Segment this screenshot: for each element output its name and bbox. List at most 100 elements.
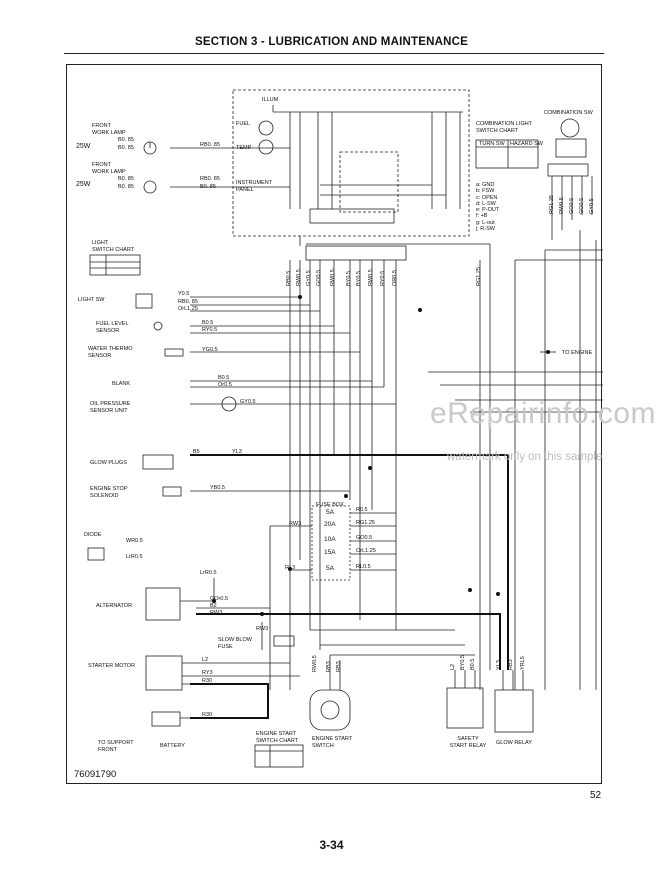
glow-relay-body [494, 689, 534, 733]
bus-wire-label-8: RY0.5 [380, 270, 386, 286]
hazard-sw-label: HAZARD SW [510, 141, 543, 147]
wire-oil: GY0.5 [240, 399, 256, 405]
combo-wire-label-3: GO0.5 [579, 197, 585, 214]
glow-plugs-label: GLOW PLUGS [90, 460, 127, 466]
watermark-note: watermark only on this sample [447, 451, 603, 463]
wire-diode-b: LrR0.5 [126, 554, 143, 560]
wire-lightsw-c: OrL1.25 [178, 306, 198, 312]
wire-alt-c: B2 [210, 603, 217, 609]
wire-lamp2-d: B0. 85 [200, 184, 216, 190]
combo-wire-label-1: RW0.5 [559, 197, 565, 214]
wire-fuse-rl: RL0.5 [356, 564, 371, 570]
combination-sw-label: COMBINATION SW [544, 110, 593, 116]
instrument-connector [309, 208, 395, 224]
fuse-box-label: FUSE BOX [316, 502, 344, 508]
starter-motor-body [145, 655, 183, 691]
front-lamp-1 [143, 141, 157, 155]
lamp-2-watt: 25W [76, 181, 91, 188]
bus-wire-label-6: BY0.5 [356, 271, 362, 286]
starter-motor-label: STARTER MOTOR [88, 663, 136, 669]
bus-wire-label-2: GY0.5 [306, 270, 312, 286]
battery-heavy-wire [190, 683, 269, 719]
temp-gauge-label: TEMP [236, 145, 252, 151]
wire-fuse-go: GO0.5 [356, 535, 373, 541]
header-rule [64, 53, 604, 54]
relay-wire-label-2: B0.5 [470, 658, 476, 670]
combination-switch-knob [560, 118, 580, 138]
combo-wire-label-2: GO0.5 [569, 197, 575, 214]
diagram-frame [66, 64, 602, 784]
wire-fuse-rg: RG1.25 [356, 520, 375, 526]
wire-stop: YB0.5 [210, 485, 225, 491]
wire-lamp1-a: B0. 85 [118, 137, 134, 143]
watermark-brand: eRepairinfo.com [430, 397, 656, 430]
relay-wire-label-4: RB3 [508, 659, 514, 670]
wire-slow: RW3 [256, 626, 269, 632]
lamp-1-watt: 25W [76, 143, 91, 150]
wire-fuse-orl: OrL1.25 [356, 548, 376, 554]
wire-alt-d: RW3 [210, 610, 223, 616]
bus-wire-label-0: RB0.5 [286, 270, 292, 286]
wire-rw3-fusebox: RW3 [289, 521, 302, 527]
wire-fuel-b: RY0.5 [202, 327, 218, 333]
wire-alt-a: LrR0.5 [200, 570, 217, 576]
oil-sensor-body [221, 396, 237, 412]
wire-blank-b: Or0.5 [218, 382, 232, 388]
wire-fuel-a: B0.5 [202, 320, 214, 326]
wire-alt-b: GOr0.5 [210, 596, 229, 602]
illum-label: ILLUM [262, 97, 279, 103]
bus-wire-label-3: GO0.5 [316, 269, 322, 286]
main-connector [305, 245, 407, 261]
wire-fuse-r: R0.5 [356, 507, 368, 513]
glow-relay-label: GLOW RELAY [496, 740, 532, 746]
diode-label: DIODE [84, 532, 102, 538]
relay-wire-label-5: YRL5 [520, 656, 526, 670]
fuel-sensor-body [153, 321, 163, 331]
section-title: SECTION 3 - LUBRICATION AND MAINTENANCE [195, 36, 468, 48]
es-wire-label-0: RW0.5 [312, 655, 318, 672]
wire-lamp2-c: RB0. 85 [200, 176, 220, 182]
front-lamp-2 [143, 180, 157, 194]
wire-start-b: RY3 [202, 670, 213, 676]
instrument-inner-box [339, 151, 399, 213]
light-switch-body [135, 293, 153, 309]
blank-label: BLANK [112, 381, 131, 387]
wire-start-a: L2 [202, 657, 209, 663]
wire-lamp1-c: RB0. 85 [200, 142, 220, 148]
stop-solenoid-body [162, 486, 182, 497]
fuse-3-rating: 10A [324, 536, 336, 543]
temp-gauge [258, 139, 274, 155]
alternator-heavy-wire [196, 613, 501, 670]
wire-lamp2-b: B0. 85 [118, 184, 134, 190]
bus-wire-label-9: OR0.5 [392, 270, 398, 286]
combo-wire-label-0: RG1.25 [549, 195, 555, 214]
to-engine-label: TO ENGINE [562, 350, 593, 356]
combo-wire-label-4: GY0.5 [589, 198, 595, 214]
fuse-4-rating: 15A [324, 549, 336, 556]
battery-label: BATTERY [160, 743, 185, 749]
wire-blank-a: B0.5 [218, 375, 230, 381]
page-number: 3-34 [319, 838, 344, 852]
glow-plug-heavy-wire [190, 454, 509, 670]
es-wire-label-2: RB3 [336, 661, 342, 672]
wire-rl3: RL3 [285, 565, 296, 571]
bus-wire-label-4: RW0.5 [330, 269, 336, 286]
fuse-5-rating: 5A [326, 565, 334, 572]
light-switch-chart-table [89, 254, 141, 276]
engine-start-chart-table [254, 744, 304, 768]
wire-glow-a: B5 [193, 449, 200, 455]
figure-number: 76091790 [74, 769, 117, 780]
wire-lamp1-b: B0. 85 [118, 145, 134, 151]
glow-plugs-body [142, 454, 174, 470]
